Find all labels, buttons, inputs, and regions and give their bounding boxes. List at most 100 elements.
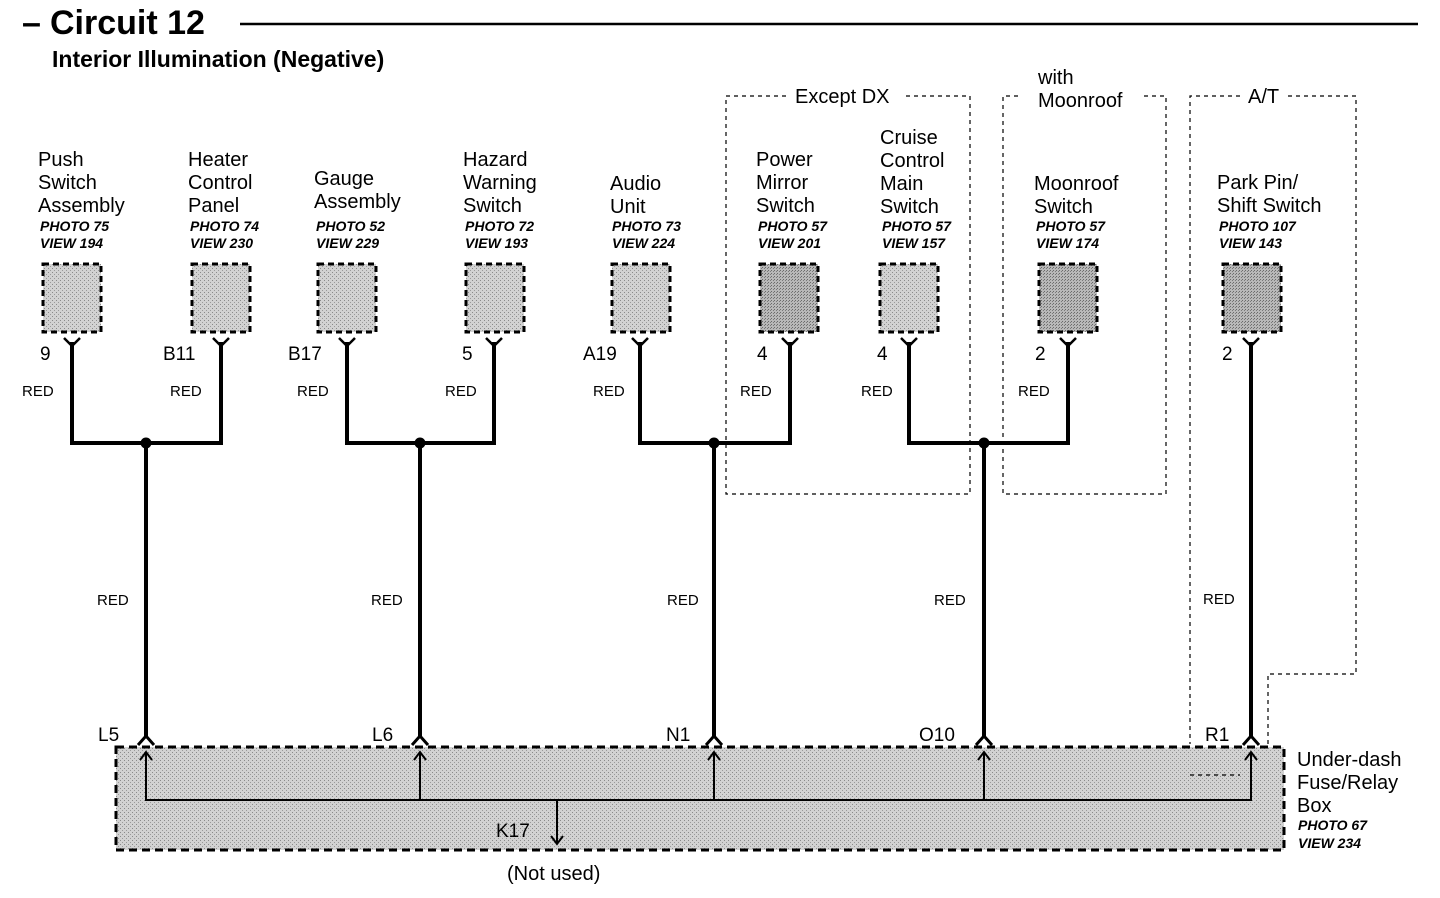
zone-moonroof-border <box>1002 95 1167 495</box>
component-name-line: Gauge <box>314 168 374 190</box>
connector-gauge <box>316 262 378 334</box>
arrowhead <box>139 750 153 761</box>
fuse-box-name-line: Under-dash <box>1297 749 1402 771</box>
component-name-line: Assembly <box>38 195 125 217</box>
fuse-box-name-line: Box <box>1297 795 1331 817</box>
wire-color-label: RED <box>667 592 699 609</box>
component-photo-ref: PHOTO 75 <box>40 218 109 234</box>
pin-marker <box>338 337 356 348</box>
component-view-ref: VIEW 194 <box>40 235 103 251</box>
component-audio-unit: Audio Unit PHOTO 73 VIEW 224 <box>610 173 681 251</box>
component-view-ref: VIEW 230 <box>190 235 253 251</box>
zone-at-border-left <box>1189 95 1240 744</box>
component-photo-ref: PHOTO 57 <box>882 218 952 234</box>
component-name-line: Control <box>880 150 944 172</box>
connector-hazard <box>464 262 526 334</box>
component-photo-ref: PHOTO 52 <box>316 218 385 234</box>
connector-heater-panel <box>190 262 252 334</box>
component-photo-ref: PHOTO 72 <box>465 218 534 234</box>
component-name-line: Mirror <box>756 172 809 194</box>
splice-point <box>414 437 426 449</box>
wire-color-label: RED <box>297 383 329 400</box>
terminal-label: O10 <box>919 725 955 746</box>
pin-marker <box>485 337 503 348</box>
splice-point <box>140 437 152 449</box>
component-view-ref: VIEW 229 <box>316 235 379 251</box>
zone-except-dx-border <box>725 95 971 495</box>
component-name-line: Warning <box>463 172 537 194</box>
pin-number: 5 <box>462 344 473 365</box>
fuse-box-view-ref: VIEW 234 <box>1298 835 1361 851</box>
component-heater-control-panel: Heater Control Panel PHOTO 74 VIEW 230 <box>188 149 259 251</box>
component-name-line: Hazard <box>463 149 527 171</box>
component-name-line: Unit <box>610 196 646 218</box>
wire-color-label: RED <box>1203 591 1235 608</box>
wire-color-label: RED <box>593 383 625 400</box>
wire-color-label: RED <box>97 592 129 609</box>
pin-marker <box>1059 337 1077 348</box>
wire-color-label: RED <box>22 383 54 400</box>
component-name-line: Shift Switch <box>1217 195 1321 217</box>
wire-color-label: RED <box>861 383 893 400</box>
pin-number: 2 <box>1035 344 1046 365</box>
zone-moonroof-label-2: Moonroof <box>1038 90 1123 112</box>
zone-except-dx-label: Except DX <box>795 86 889 108</box>
arrowhead <box>413 750 427 761</box>
component-name-line: Audio <box>610 173 661 195</box>
pin-number: B11 <box>163 344 195 365</box>
arrowhead <box>707 750 721 761</box>
component-name-line: Panel <box>188 195 239 217</box>
component-name-line: Cruise <box>880 127 938 149</box>
component-name-line: Switch <box>756 195 815 217</box>
component-hazard-warning-switch: Hazard Warning Switch PHOTO 72 VIEW 193 <box>463 149 537 251</box>
page-title: Circuit 12 <box>50 4 205 42</box>
arrowhead <box>550 835 564 846</box>
component-name-line: Heater <box>188 149 248 171</box>
component-name-line: Switch <box>880 196 939 218</box>
connector-mirror <box>758 262 820 334</box>
wire-color-label: RED <box>1018 383 1050 400</box>
terminal-label: L6 <box>372 725 393 746</box>
pin-marker <box>631 337 649 348</box>
component-photo-ref: PHOTO 57 <box>1036 218 1106 234</box>
component-view-ref: VIEW 174 <box>1036 235 1099 251</box>
component-power-mirror-switch: Power Mirror Switch PHOTO 57 VIEW 201 <box>756 149 828 251</box>
zone-moonroof-label-1: with <box>1037 67 1074 89</box>
pin-number: 4 <box>757 344 768 365</box>
pin-number: A19 <box>583 344 617 365</box>
component-view-ref: VIEW 157 <box>882 235 946 251</box>
component-view-ref: VIEW 201 <box>758 235 821 251</box>
terminal-marker <box>974 733 994 746</box>
connector-push-switch <box>41 262 103 334</box>
pin-number: B17 <box>288 344 322 365</box>
component-photo-ref: PHOTO 57 <box>758 218 828 234</box>
component-view-ref: VIEW 224 <box>612 235 675 251</box>
wire-color-label: RED <box>934 592 966 609</box>
component-photo-ref: PHOTO 73 <box>612 218 681 234</box>
terminal-label-unused: K17 <box>496 821 530 842</box>
component-park-pin-shift-switch: Park Pin/ Shift Switch PHOTO 107 VIEW 14… <box>1217 172 1321 251</box>
terminal-label: N1 <box>666 725 690 746</box>
fuse-relay-box <box>114 745 1286 852</box>
splice-point <box>708 437 720 449</box>
connector-audio <box>610 262 672 334</box>
component-photo-ref: PHOTO 74 <box>190 218 259 234</box>
pin-number: 9 <box>40 344 51 365</box>
component-name-line: Main <box>880 173 923 195</box>
component-photo-ref: PHOTO 107 <box>1219 218 1297 234</box>
connector-cruise <box>878 262 940 334</box>
component-cruise-control-main-switch: Cruise Control Main Switch PHOTO 57 VIEW… <box>880 127 952 251</box>
connector-park-pin <box>1221 262 1283 334</box>
terminal-marker <box>704 733 724 746</box>
wire-color-label: RED <box>371 592 403 609</box>
component-gauge-assembly: Gauge Assembly PHOTO 52 VIEW 229 <box>314 168 401 251</box>
pin-marker <box>63 337 81 348</box>
component-name-line: Power <box>756 149 813 171</box>
terminal-label: L5 <box>98 725 119 746</box>
component-name-line: Switch <box>463 195 522 217</box>
fuse-box-photo-ref: PHOTO 67 <box>1298 817 1368 833</box>
component-name-line: Park Pin/ <box>1217 172 1299 194</box>
component-name-line: Moonroof <box>1034 173 1119 195</box>
pin-marker <box>1242 337 1260 348</box>
